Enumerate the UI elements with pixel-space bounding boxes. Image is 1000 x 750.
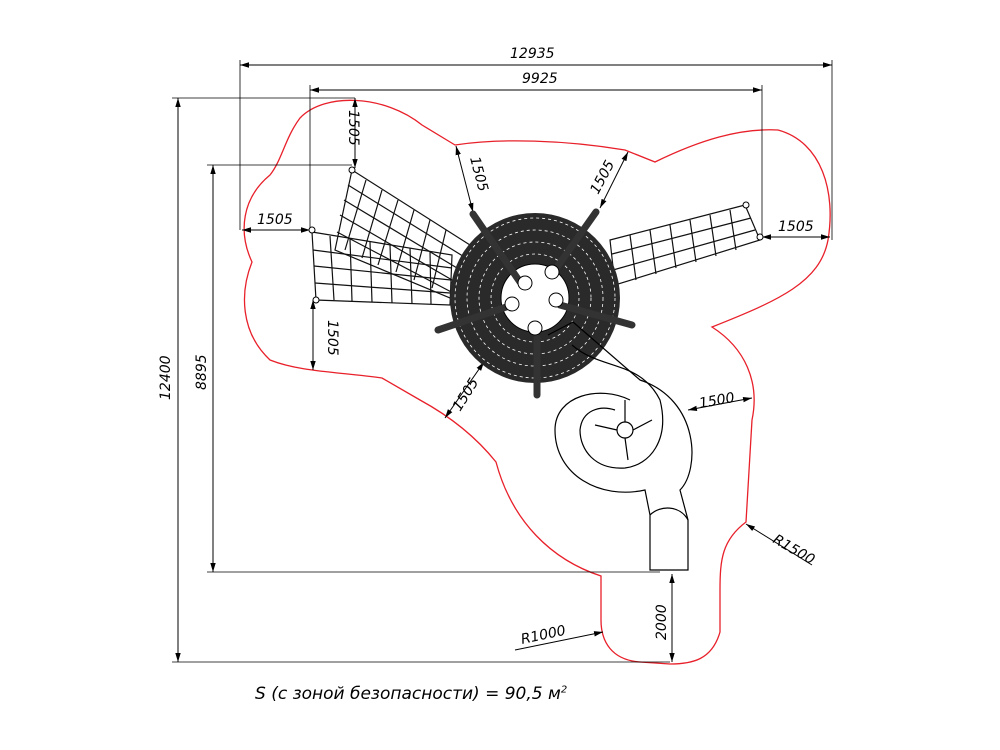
dim-slide-exit: 2000 [654,604,670,640]
safety-zone-outline [243,99,831,665]
left-upper-net [334,169,471,301]
dim-inner-width: 9925 [522,71,558,87]
area-label: S (с зоной безопасности) = 90,5 м2 [255,684,567,704]
dim-inner-height: 8895 [194,354,210,390]
dim-safety-left: 1505 [257,212,293,228]
area-text: S (с зоной безопасности) = 90,5 м [255,684,561,704]
dim-safety-right: 1505 [778,219,814,235]
right-net [609,204,761,286]
dim-radius-right: R1500 [770,532,817,569]
central-tower [434,208,636,399]
net-anchor-points [308,166,764,304]
dim-overall-width: 12935 [510,46,555,62]
dim-safety-top-center: 1505 [466,155,491,194]
dim-safety-top-left: 1505 [345,110,361,146]
left-lower-net [311,231,453,306]
spiral-slide [547,321,693,571]
area-unit-power: 2 [560,684,568,696]
dim-safety-bottom-left: 1505 [450,375,482,414]
extension-lines [172,60,833,663]
dim-safety-slide: 1500 [698,390,736,412]
dimension-lines [175,62,832,662]
dim-overall-height: 12400 [158,355,174,400]
dim-safety-top-right: 1505 [587,158,618,197]
dim-safety-left-lower: 1505 [324,320,340,356]
